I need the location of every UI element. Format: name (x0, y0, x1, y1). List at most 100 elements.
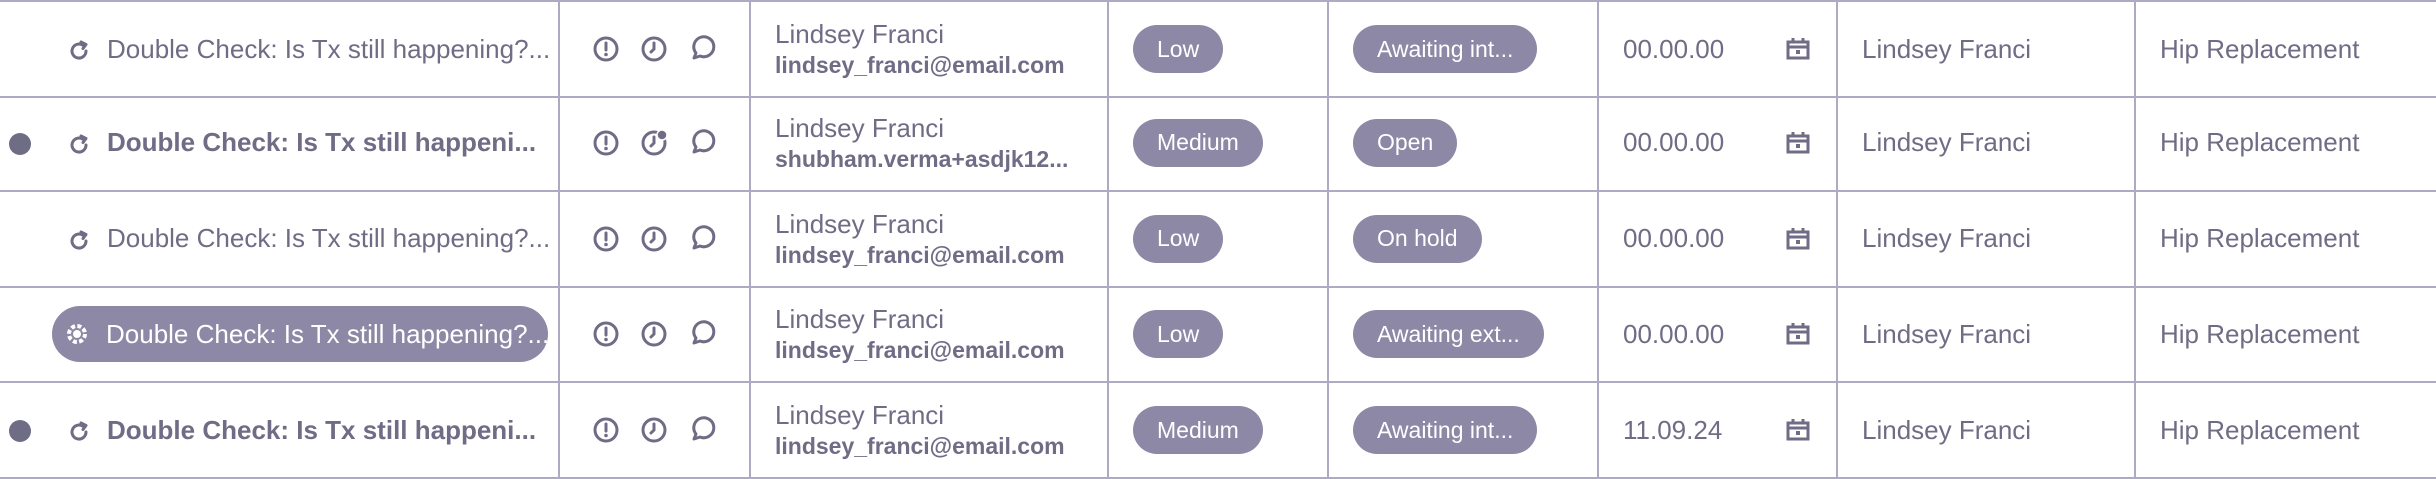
table-row[interactable]: Double Check: Is Tx still happeni... Lin… (0, 95, 2436, 192)
due-date-cell[interactable]: 00.00.00 (1599, 2, 1838, 96)
contact-name: Lindsey Franci (775, 19, 945, 49)
task-title[interactable]: Double Check: Is Tx still happening?... (107, 223, 551, 254)
due-date-cell[interactable]: 00.00.00 (1599, 95, 1838, 190)
task-title[interactable]: Double Check: Is Tx still happeni... (107, 127, 537, 158)
contact-email: lindsey_franci@email.com (775, 241, 1065, 268)
contact-cell[interactable]: Lindsey Franci lindsey_franci@email.com (751, 2, 1109, 96)
priority-badge[interactable]: Low (1133, 310, 1224, 359)
table-row[interactable]: Double Check: Is Tx still happeni... Lin… (0, 383, 2436, 479)
actions-cell (560, 287, 751, 382)
priority-badge[interactable]: Medium (1133, 118, 1263, 167)
owner-cell: Lindsey Franci (1838, 287, 2136, 382)
contact-cell[interactable]: Lindsey Franci lindsey_franci@email.com (751, 287, 1109, 382)
task-cell[interactable]: Double Check: Is Tx still happening?... (0, 2, 560, 96)
procedure-cell: Hip Replacement (2136, 383, 2436, 477)
owner-name: Lindsey Franci (1862, 414, 2032, 445)
status-badge[interactable]: Awaiting int... (1353, 25, 1538, 73)
task-title-pill[interactable]: Double Check: Is Tx still happening?... (52, 306, 550, 363)
status-badge[interactable]: Awaiting ext... (1353, 310, 1544, 359)
due-date: 00.00.00 (1623, 318, 1725, 349)
owner-cell: Lindsey Franci (1838, 2, 2136, 96)
calendar-icon[interactable] (1784, 129, 1812, 157)
calendar-icon[interactable] (1784, 416, 1812, 444)
actions-cell (560, 95, 751, 190)
task-cell[interactable]: Double Check: Is Tx still happening?... (0, 287, 560, 382)
clock-icon[interactable] (640, 320, 668, 348)
unread-dot (9, 420, 31, 443)
priority-badge[interactable]: Low (1133, 25, 1224, 73)
procedure-name: Hip Replacement (2160, 127, 2360, 158)
alert-icon[interactable] (592, 35, 620, 63)
owner-name: Lindsey Franci (1862, 127, 2032, 158)
priority-badge[interactable]: Medium (1133, 406, 1263, 455)
task-type-icon (66, 132, 92, 158)
table-row[interactable]: Double Check: Is Tx still happening?... … (0, 287, 2436, 384)
priority-cell: Medium (1109, 383, 1329, 478)
task-cell[interactable]: Double Check: Is Tx still happeni... (0, 383, 560, 478)
status-badge[interactable]: Open (1353, 118, 1458, 167)
comment-icon[interactable] (689, 224, 717, 253)
procedure-cell: Hip Replacement (2136, 2, 2436, 96)
table-row[interactable]: Double Check: Is Tx still happening?... … (0, 0, 2436, 98)
task-type-icon (66, 228, 92, 254)
clock-icon[interactable] (640, 35, 668, 63)
due-date: 11.09.24 (1623, 414, 1723, 445)
contact-cell[interactable]: Lindsey Franci shubham.verma+asdjk12... (751, 95, 1109, 190)
status-cell: Open (1329, 95, 1599, 190)
comment-icon[interactable] (689, 129, 717, 157)
procedure-name: Hip Replacement (2160, 223, 2360, 254)
owner-name: Lindsey Franci (1862, 223, 2032, 254)
comment-icon[interactable] (689, 320, 717, 348)
due-date-cell[interactable]: 00.00.00 (1599, 191, 1838, 286)
owner-cell: Lindsey Franci (1838, 95, 2136, 190)
priority-cell: Medium (1109, 95, 1329, 190)
actions-cell (560, 2, 751, 96)
calendar-icon[interactable] (1784, 320, 1812, 348)
task-title[interactable]: Double Check: Is Tx still happening?... (107, 33, 551, 64)
calendar-icon[interactable] (1784, 35, 1812, 63)
task-cell[interactable]: Double Check: Is Tx still happening?... (0, 191, 560, 286)
alert-icon[interactable] (592, 320, 620, 348)
owner-name: Lindsey Franci (1862, 318, 2032, 349)
status-cell: Awaiting int... (1329, 383, 1599, 478)
contact-email: lindsey_franci@email.com (775, 52, 1065, 78)
procedure-cell: Hip Replacement (2136, 96, 2436, 190)
due-date: 00.00.00 (1623, 33, 1725, 64)
clock-icon[interactable] (640, 225, 668, 253)
calendar-icon[interactable] (1784, 225, 1812, 253)
owner-cell: Lindsey Franci (1838, 191, 2136, 286)
procedure-name: Hip Replacement (2160, 414, 2360, 445)
contact-name: Lindsey Franci (775, 112, 945, 143)
comment-icon[interactable] (689, 416, 717, 444)
task-title: Double Check: Is Tx still happening?... (106, 318, 550, 349)
alert-icon[interactable] (592, 129, 620, 157)
contact-cell[interactable]: Lindsey Franci lindsey_franci@email.com (751, 191, 1109, 286)
due-date-cell[interactable]: 00.00.00 (1599, 287, 1838, 382)
table-row[interactable]: Double Check: Is Tx still happening?... … (0, 191, 2436, 288)
procedure-name: Hip Replacement (2160, 318, 2360, 349)
status-cell: Awaiting int... (1329, 2, 1599, 96)
clock-icon[interactable] (640, 416, 668, 444)
alert-icon[interactable] (592, 225, 620, 253)
contact-name: Lindsey Franci (775, 400, 945, 431)
alert-icon[interactable] (592, 416, 620, 444)
status-badge[interactable]: Awaiting int... (1353, 406, 1538, 455)
contact-email: shubham.verma+asdjk12... (775, 145, 1069, 172)
status-badge[interactable]: On hold (1353, 214, 1482, 263)
task-type-icon (66, 419, 92, 445)
owner-cell: Lindsey Franci (1838, 383, 2136, 478)
task-title[interactable]: Double Check: Is Tx still happeni... (107, 414, 537, 445)
task-cell[interactable]: Double Check: Is Tx still happeni... (0, 95, 560, 190)
task-type-icon (64, 321, 90, 347)
status-cell: Awaiting ext... (1329, 287, 1599, 382)
owner-name: Lindsey Franci (1862, 33, 2032, 64)
contact-email: lindsey_franci@email.com (775, 433, 1065, 460)
priority-badge[interactable]: Low (1133, 214, 1224, 263)
clock-icon[interactable] (640, 129, 669, 157)
procedure-cell: Hip Replacement (2136, 287, 2436, 381)
priority-cell: Low (1109, 191, 1329, 286)
contact-cell[interactable]: Lindsey Franci lindsey_franci@email.com (751, 383, 1109, 478)
due-date-cell[interactable]: 11.09.24 (1599, 383, 1838, 478)
comment-icon[interactable] (689, 35, 717, 63)
